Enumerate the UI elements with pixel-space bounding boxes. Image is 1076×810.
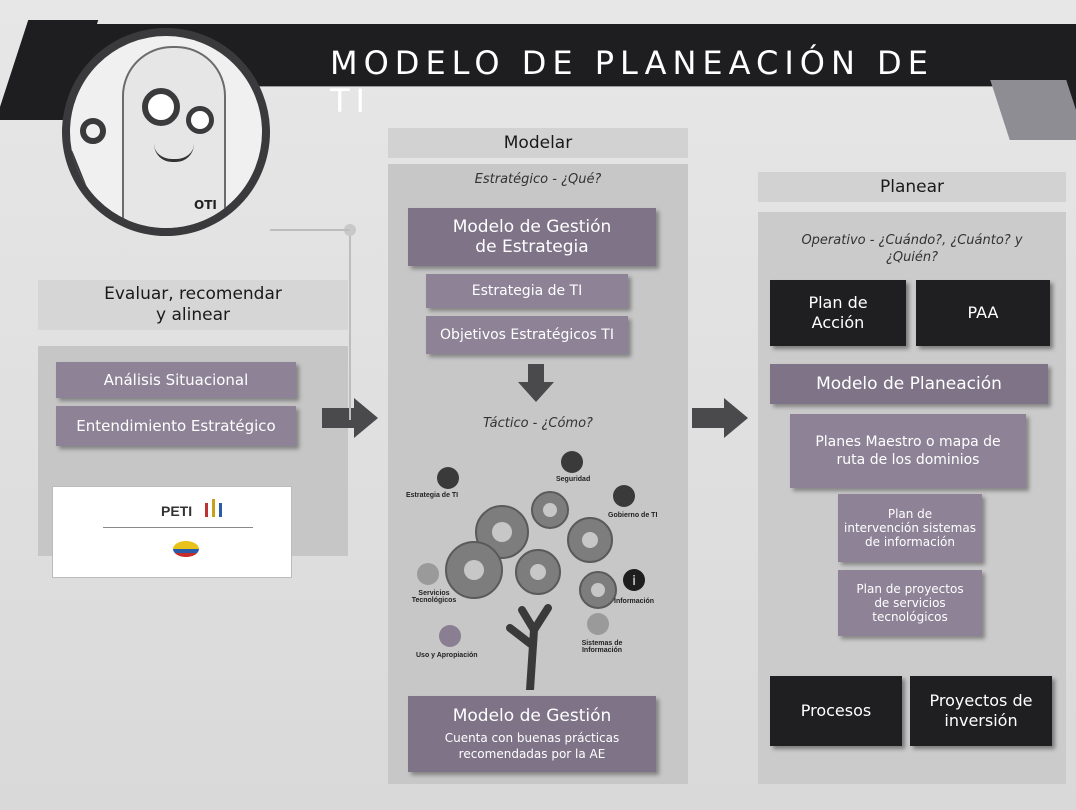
projects-plan-line1: Plan de proyectos [856, 582, 964, 596]
tree-label-estrategia: Estrategia de TI [406, 492, 459, 499]
projects-plan-box: Plan de proyectos de servicios tecnológi… [838, 570, 982, 636]
tree-label-uso: Uso y Apropiación [416, 652, 478, 659]
evaluate-header-line2: y alinear [156, 305, 230, 325]
peti-logo-text: PETI [161, 503, 193, 519]
connector-lines [270, 224, 356, 420]
strategy-management-model-box: Modelo de Gestión de Estrategia [408, 208, 656, 266]
management-model-desc-line2: recomendadas por la AE [458, 747, 606, 761]
tree-label-gobierno: Gobierno de TI [608, 512, 658, 519]
arrow-down-icon [518, 364, 554, 402]
model-header: Modelar [388, 128, 688, 158]
tree-label-seguridad: Seguridad [556, 476, 591, 483]
tactical-label: Táctico - ¿Cómo? [483, 416, 593, 431]
action-plan-box: Plan de Acción [770, 280, 906, 346]
robot-claw-icon [80, 118, 106, 144]
robot-arm [70, 145, 97, 217]
investment-projects-line2: inversión [944, 711, 1018, 730]
projects-plan-line2: de servicios [874, 596, 946, 610]
colombia-flag-icon [173, 541, 199, 557]
title-band-accent-right [990, 80, 1076, 140]
master-plans-line2: ruta de los dominios [836, 452, 980, 468]
action-plan-line1: Plan de [808, 293, 868, 312]
svg-text:i: i [632, 574, 636, 589]
management-model-box: Modelo de Gestión Cuenta con buenas prác… [408, 696, 656, 772]
investment-projects-box: Proyectos de inversión [910, 676, 1052, 746]
operative-label-line2: ¿Quién? [885, 250, 939, 265]
tree-label-sistemas: Sistemas de Información [581, 640, 623, 654]
processes-box: Procesos [770, 676, 902, 746]
intervention-plan-line2: intervención sistemas [844, 521, 976, 535]
intervention-plan-line1: Plan de [887, 507, 933, 521]
strategic-understanding-box: Entendimiento Estratégico [56, 406, 296, 446]
strategic-label: Estratégico - ¿Qué? [474, 172, 602, 187]
master-plans-line1: Planes Maestro o mapa de [815, 434, 1001, 450]
tree-label-informacion: Información [614, 598, 655, 605]
peti-logo: PETI [52, 486, 292, 578]
intervention-plan-box: Plan de intervención sistemas de informa… [838, 494, 982, 562]
operative-label-line1: Operativo - ¿Cuándo?, ¿Cuánto? y [801, 233, 1023, 248]
intervention-plan-line3: de información [865, 535, 955, 549]
robot-eye-icon [186, 106, 214, 134]
arrow-right-icon [692, 398, 748, 438]
paa-box: PAA [916, 280, 1050, 346]
plan-header: Planear [758, 172, 1066, 202]
evaluate-header-line1: Evaluar, recomendar [104, 284, 282, 304]
strategy-model-line1: Modelo de Gestión [452, 217, 612, 237]
peti-divider [103, 527, 253, 528]
operative-label: Operativo - ¿Cuándo?, ¿Cuánto? y ¿Quién? [770, 232, 1054, 266]
robot-mouth [154, 144, 194, 162]
tree-label-servicios: Servicios Tecnológicos [411, 590, 457, 604]
page-title: MODELO DE PLANEACIÓN DE TI [330, 44, 934, 120]
evaluate-header: Evaluar, recomendar y alinear [38, 280, 348, 330]
strategy-model-line2: de Estrategia [475, 237, 589, 257]
peti-figures-icon [205, 499, 222, 517]
robot-eye-icon [142, 88, 180, 126]
management-model-desc-line1: Cuenta con buenas prácticas [444, 731, 620, 745]
robot-avatar: OTI [62, 28, 270, 236]
it-strategy-box: Estrategia de TI [426, 274, 628, 308]
robot-badge: OTI [194, 198, 217, 212]
projects-plan-line3: tecnológicos [872, 610, 948, 624]
domains-tree: i Estrategia de TI Seguridad Gobierno de… [402, 440, 674, 694]
planning-model-box: Modelo de Planeación [770, 364, 1048, 404]
tree-gears-icon: i [417, 451, 645, 694]
robot-body: OTI [122, 46, 226, 228]
strategic-objectives-box: Objetivos Estratégicos TI [426, 316, 628, 354]
action-plan-line2: Acción [811, 313, 865, 332]
management-model-title: Modelo de Gestión [452, 706, 612, 726]
master-plans-box: Planes Maestro o mapa de ruta de los dom… [790, 414, 1026, 488]
situational-analysis-box: Análisis Situacional [56, 362, 296, 398]
investment-projects-line1: Proyectos de [929, 691, 1033, 710]
